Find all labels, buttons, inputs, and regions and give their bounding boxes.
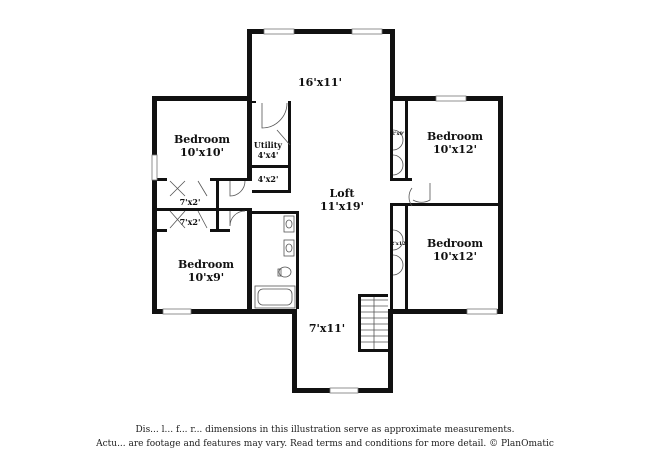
loft-name: Loft [330, 187, 356, 200]
interior-walls [157, 97, 503, 352]
utility-name: Utility [254, 140, 282, 150]
disclaimer-line-1: Dis... l... f... r... dimensions in this… [135, 425, 515, 435]
closet-a-dims: 7'x2' [180, 197, 201, 207]
top-room-dims: 16'x11' [298, 76, 342, 89]
bottom-room-dims: 7'x11' [309, 322, 345, 335]
utility-dims: 4'x4' [258, 150, 279, 160]
disclaimer-line-2: Actu... are footage and features may var… [96, 439, 554, 449]
doors [169, 102, 431, 276]
closet-d-dims: 2'x12' [391, 241, 408, 247]
closet-b-dims: 7'x2' [180, 217, 201, 227]
loft-dims: 11'x19' [320, 200, 364, 213]
bathroom-fixtures [254, 215, 296, 309]
closet-c-dims: 2'x9' [391, 131, 404, 137]
bedroom-1-name: Bedroom [174, 133, 230, 146]
bedroom-3-dims: 10'x12' [433, 143, 477, 156]
staircase [361, 297, 388, 349]
bedroom-3-name: Bedroom [427, 130, 483, 143]
bedroom-1-dims: 10'x10' [180, 146, 224, 159]
bedroom-4-name: Bedroom [427, 237, 483, 250]
room-labels: 16'x11' Bedroom 10'x10' Utility 4'x4' 4'… [174, 76, 483, 335]
closet-4x2-dims: 4'x2' [258, 174, 279, 184]
bedroom-2-name: Bedroom [178, 258, 234, 271]
windows [151, 28, 498, 394]
bedroom-2-dims: 10'x9' [188, 271, 224, 284]
bedroom-4-dims: 10'x12' [433, 250, 477, 263]
